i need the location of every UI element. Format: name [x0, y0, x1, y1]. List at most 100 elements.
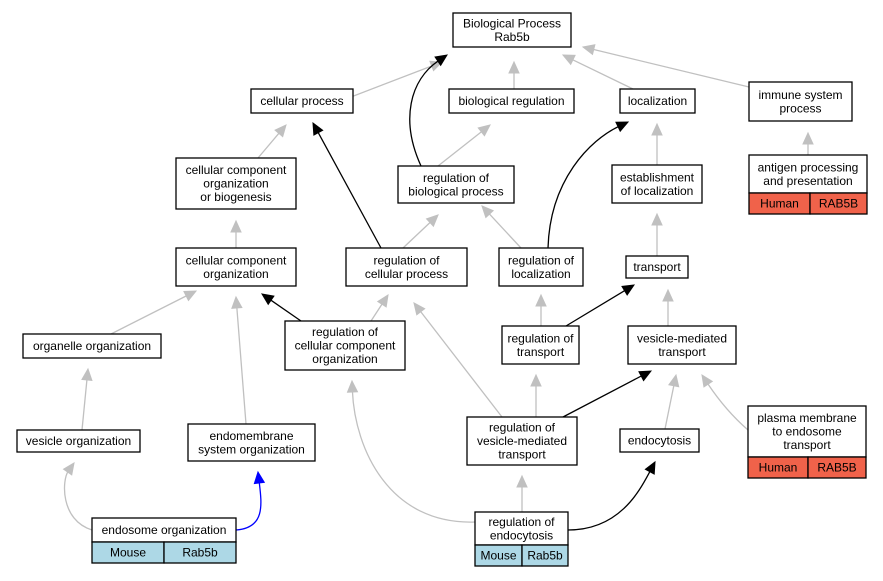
node-label: process	[779, 101, 821, 115]
edge-gray-19	[413, 302, 503, 418]
arrowhead	[662, 288, 674, 302]
arrowhead	[425, 214, 439, 228]
edge-gray-23	[62, 462, 93, 531]
node-label: localization	[511, 267, 570, 281]
node-biological-regulation[interactable]: biological regulation	[448, 88, 575, 114]
arrowhead	[644, 460, 656, 475]
node-label: cellular component	[295, 339, 396, 353]
edge-gray-9	[402, 214, 439, 249]
node-label: endosome organization	[102, 523, 227, 537]
edge-gray-16	[81, 367, 93, 431]
node-cellular-process[interactable]: cellular process	[250, 88, 354, 114]
node-label: regulation of	[489, 421, 556, 435]
species-label: Human	[760, 197, 799, 211]
node-label: system organization	[198, 442, 305, 456]
node-label: establishment	[620, 170, 695, 184]
node-label: cellular component	[186, 253, 287, 267]
node-label: Biological Process	[463, 16, 561, 30]
edge-gray-1	[508, 60, 520, 89]
edge-gray-2	[561, 54, 634, 90]
node-label: endocytosis	[490, 528, 553, 542]
edge-gray-18	[530, 373, 542, 417]
node-endocytosis[interactable]: endocytosis	[619, 428, 700, 453]
node-label: organelle organization	[33, 339, 151, 353]
node-label: antigen processing	[758, 160, 859, 174]
edge-gray-13	[370, 293, 389, 322]
node-transport[interactable]: transport	[625, 255, 689, 279]
arrowhead	[434, 54, 449, 67]
edge-gray-20	[664, 373, 680, 430]
node-label: organization	[203, 267, 268, 281]
arrowhead	[701, 373, 714, 388]
node-label: cellular process	[260, 94, 343, 108]
arrowhead	[530, 373, 542, 387]
node-label: vesicle organization	[26, 434, 131, 448]
edge-gray-8	[230, 219, 242, 248]
edge-gray-22	[516, 474, 528, 512]
edge-gray-3	[581, 44, 750, 88]
arrowhead	[376, 293, 389, 308]
species-label: Mouse	[480, 549, 516, 563]
arrowhead	[62, 462, 75, 476]
arrowhead	[621, 284, 636, 296]
node-organelle-org[interactable]: organelle organization	[22, 333, 162, 359]
node-label: and presentation	[763, 174, 852, 188]
node-vesicle-org[interactable]: vesicle organization	[16, 429, 141, 453]
edge-black-31	[567, 460, 656, 531]
node-label: or biogenesis	[200, 190, 271, 204]
node-label: endocytosis	[628, 434, 691, 448]
node-label: regulation of	[488, 515, 555, 529]
arrowhead	[508, 60, 520, 74]
arrowhead	[668, 373, 680, 388]
gene-label: RAB5B	[819, 197, 858, 211]
edge-gray-6	[651, 122, 663, 165]
edge-blue-32	[235, 470, 266, 531]
edge-gray-10	[481, 205, 522, 249]
node-label: regulation of	[373, 253, 440, 267]
node-label: regulation of	[312, 325, 379, 339]
arrowhead	[183, 290, 198, 302]
arrowhead	[413, 302, 426, 316]
node-label: of localization	[621, 184, 694, 198]
node-label: to endosome	[772, 425, 842, 439]
node-label: localization	[628, 94, 687, 108]
node-localization[interactable]: localization	[619, 88, 696, 114]
node-label: vesicle-mediated	[477, 434, 567, 448]
arrowhead	[346, 379, 359, 393]
species-label: Human	[759, 461, 798, 475]
node-label: immune system	[758, 88, 842, 102]
node-label: transport	[498, 448, 546, 462]
node-label: plasma membrane	[757, 411, 857, 425]
node-label: transport	[633, 260, 681, 274]
node-label: regulation of	[507, 331, 574, 345]
edge-gray-11	[651, 212, 663, 256]
edge-black-30	[562, 370, 653, 418]
node-label: Rab5b	[494, 30, 530, 44]
edge-black-26	[312, 121, 382, 249]
edge-gray-7	[802, 131, 814, 155]
node-label: transport	[783, 438, 831, 452]
node-endosome-org[interactable]: endosome organization	[91, 517, 237, 543]
node-label: cellular component	[186, 163, 287, 177]
node-label: biological regulation	[458, 94, 564, 108]
edge-black-25	[409, 54, 449, 167]
arrowhead	[81, 367, 93, 382]
